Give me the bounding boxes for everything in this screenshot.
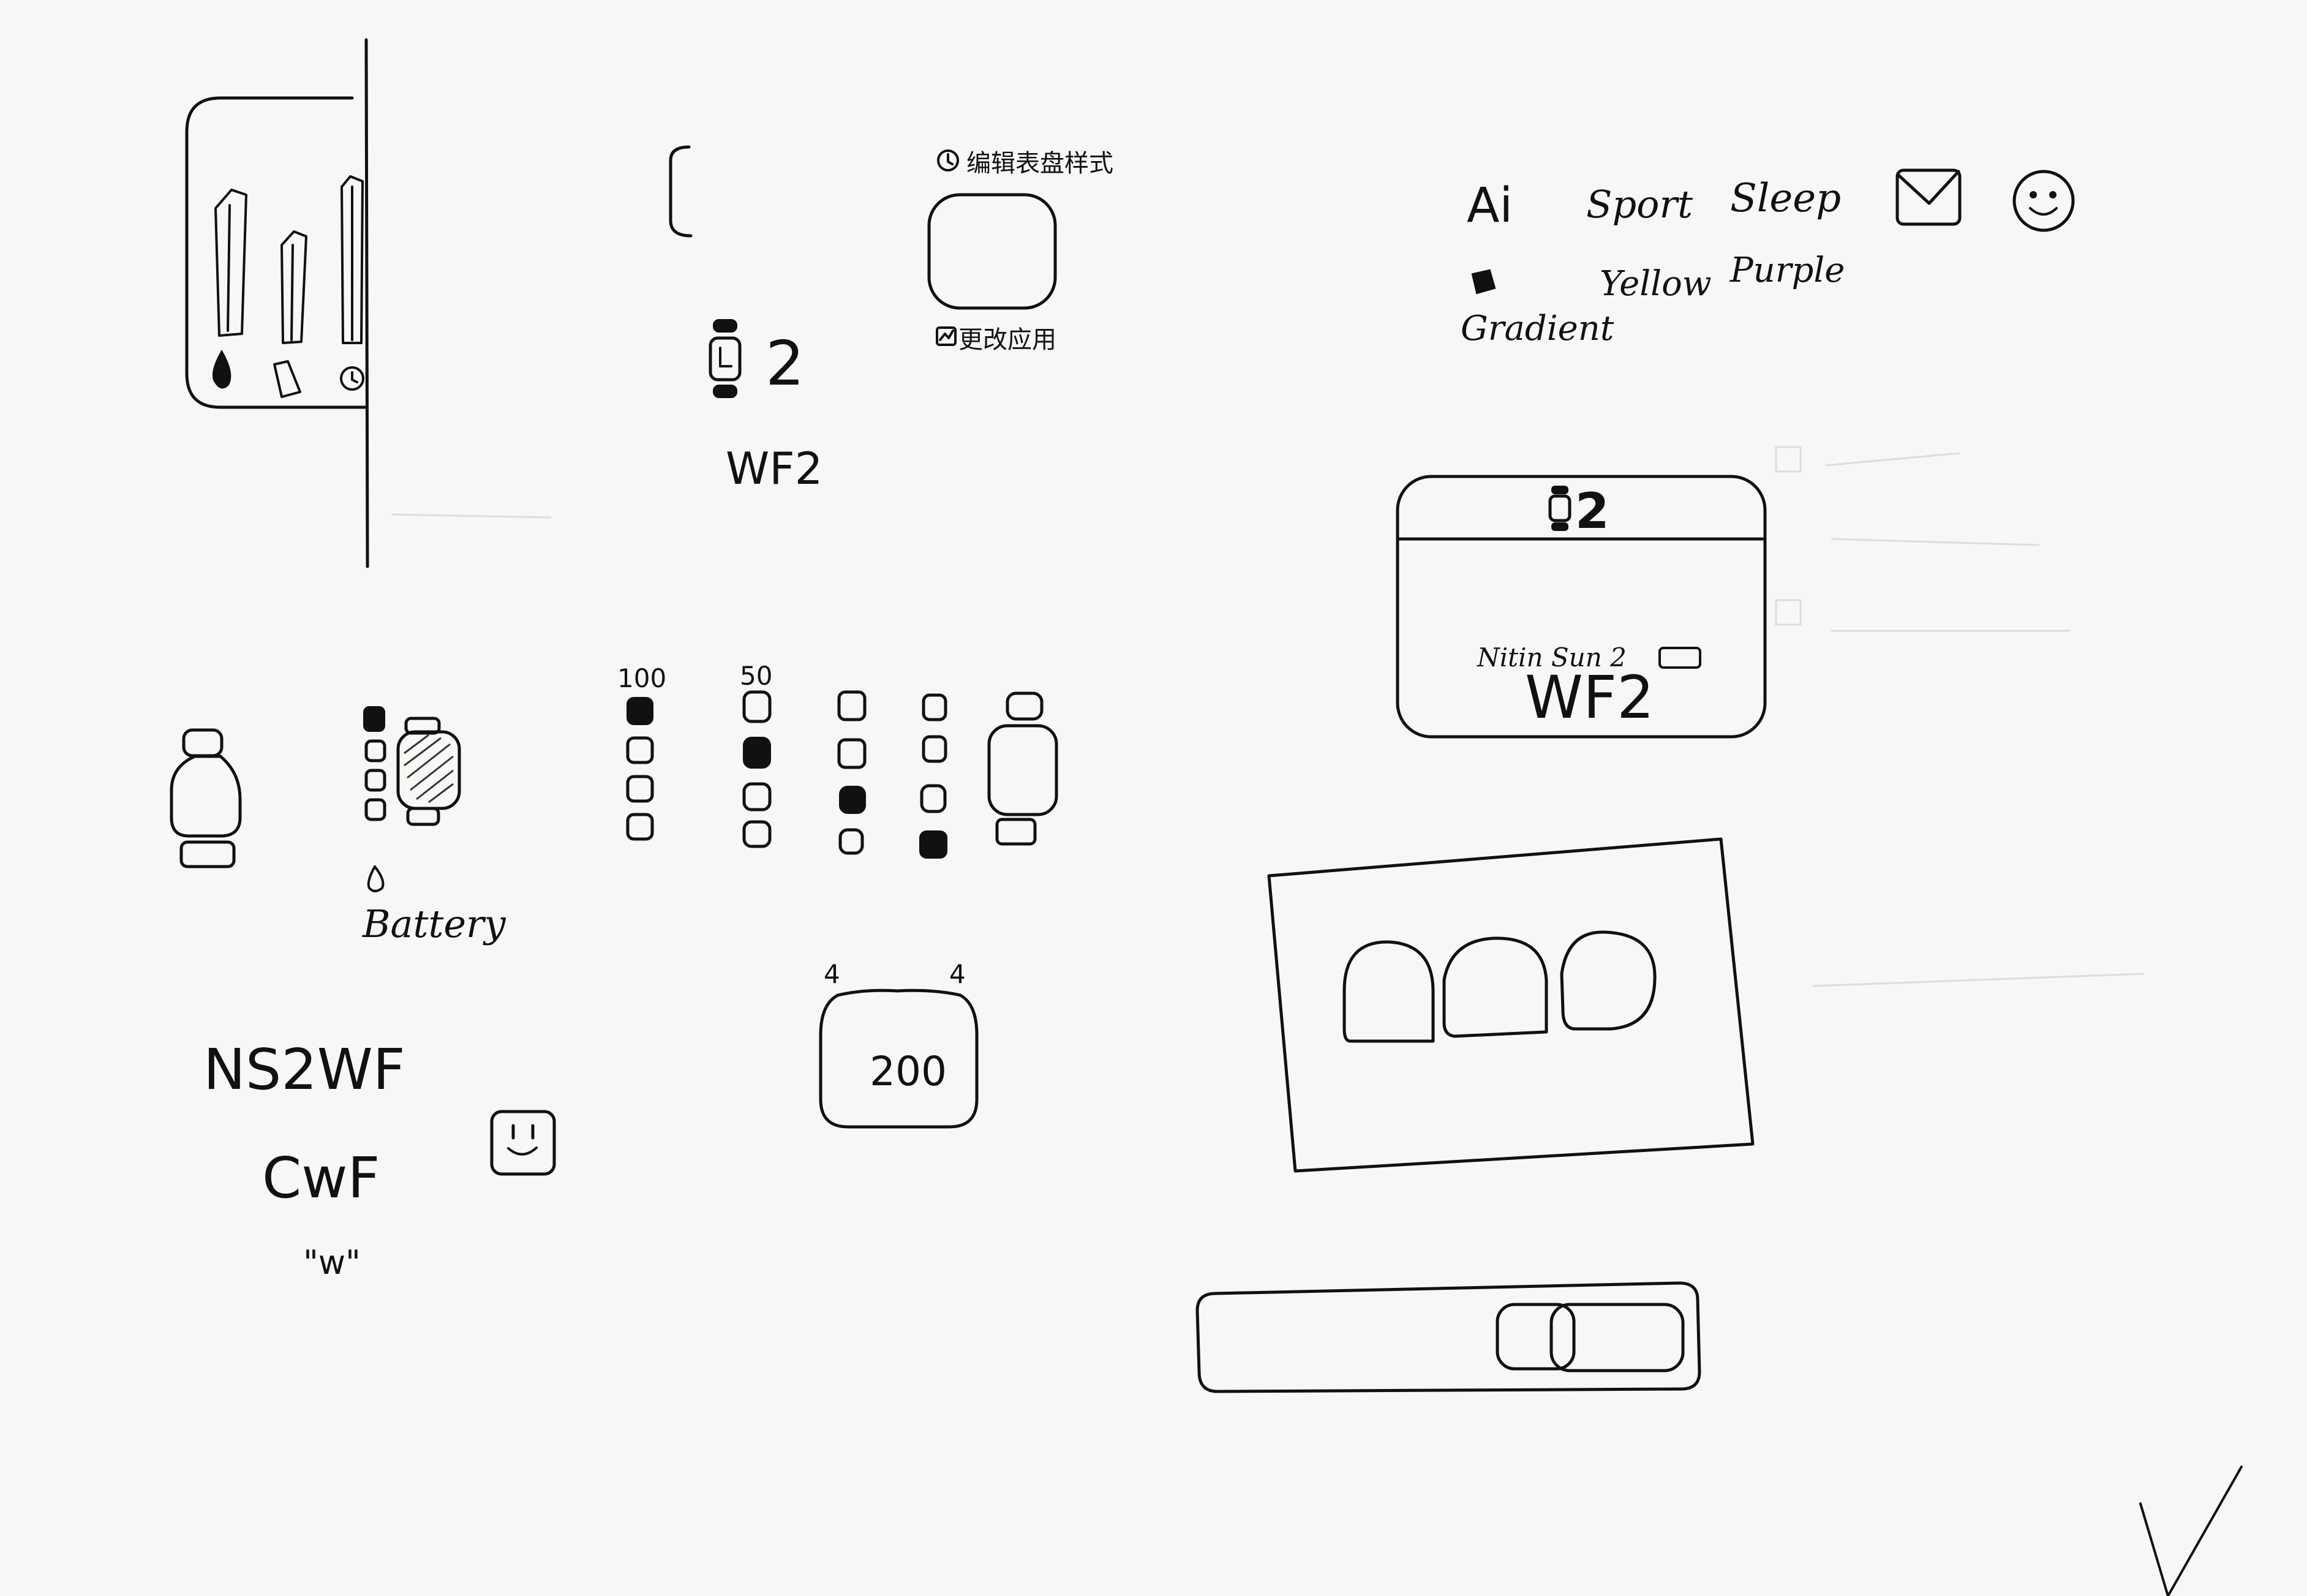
bar-chart [214, 175, 364, 344]
level-grid: 100 50 [617, 661, 1058, 859]
category-ai[interactable]: Ai [1467, 178, 1513, 233]
battery-label: Battery [362, 902, 506, 946]
level-cell[interactable] [626, 813, 654, 841]
device-subtitle: Nitin Sun 2 [1477, 642, 1627, 672]
watch-icon [709, 319, 742, 398]
note-cwf: CwF [262, 1145, 380, 1211]
gradient-swatch-icon [1471, 269, 1496, 295]
carousel-card[interactable] [1267, 837, 1755, 1173]
level-cell[interactable] [837, 738, 867, 769]
level-cell[interactable] [742, 820, 772, 848]
slider-track[interactable] [1195, 1281, 1701, 1393]
watch-icon [1548, 486, 1571, 531]
level-cell[interactable] [922, 735, 947, 763]
envelope-icon[interactable] [1895, 168, 1962, 226]
watch-sketch-left [170, 728, 242, 868]
clock-icon [340, 366, 364, 391]
level-cell[interactable] [626, 736, 654, 764]
chart-icon [936, 326, 957, 346]
level-cell[interactable] [743, 737, 771, 769]
watch-sketch-right [987, 691, 1058, 846]
metric-icons [212, 349, 364, 398]
bottom-left-notes: NS2WF CwF "w" [203, 1037, 556, 1282]
counter-corner-right: 4 [949, 959, 966, 989]
battery-watch-sketch: Battery [362, 706, 506, 946]
watch-face-preview[interactable] [927, 193, 1057, 310]
smile-icon [490, 1110, 556, 1176]
color-purple[interactable]: Purple [1729, 250, 1845, 290]
level-cell[interactable] [839, 786, 866, 814]
color-yellow[interactable]: Yellow [1600, 264, 1712, 304]
carousel-item[interactable] [1442, 936, 1548, 1038]
shoe-icon [273, 360, 301, 398]
level-cell[interactable] [627, 697, 653, 725]
level-cell[interactable] [920, 784, 947, 813]
device-title: WF2 [1525, 663, 1654, 732]
clock-icon [937, 149, 959, 171]
watch-face-label: WF2 [726, 443, 822, 494]
carousel-item[interactable] [1560, 930, 1657, 1031]
background-ghosting [391, 446, 2144, 987]
battery-icon [1658, 647, 1701, 669]
level-cell[interactable] [626, 775, 654, 803]
smile-icon[interactable] [2012, 170, 2075, 232]
level-cell[interactable] [922, 693, 947, 721]
level-cell[interactable] [742, 782, 772, 811]
slider-thumb[interactable] [1496, 1303, 1685, 1372]
note-ns2wf: NS2WF [203, 1037, 405, 1102]
options-row: Ai Sport Sleep Gradient Yellow Purple [1461, 168, 2075, 348]
level-cell[interactable] [837, 690, 867, 721]
device-card[interactable]: 2 Nitin Sun 2 WF2 [1396, 475, 1767, 739]
counter-value: 200 [870, 1048, 947, 1095]
watch-face-editor: 编辑表盘样式 更改应用 [927, 149, 1113, 354]
level-cell[interactable] [838, 828, 864, 855]
drop-icon [212, 349, 231, 389]
phone-bar-chart-sketch [185, 38, 369, 568]
category-sleep[interactable]: Sleep [1730, 176, 1841, 221]
counter-card[interactable]: 4 4 200 [819, 959, 979, 1129]
level-cell[interactable] [742, 690, 772, 723]
level-header-100: 100 [617, 663, 666, 693]
top-center-sketch: 2 WF2 [669, 145, 822, 494]
level-header-50: 50 [740, 661, 772, 691]
counter-corner-left: 4 [824, 959, 840, 989]
watch-count: 2 [766, 328, 805, 399]
change-app-label: 更改应用 [958, 326, 1056, 354]
corner-fold [2139, 1466, 2243, 1596]
drop-icon [367, 865, 385, 892]
edit-style-label: 编辑表盘样式 [966, 149, 1113, 178]
category-sport[interactable]: Sport [1586, 182, 1693, 227]
color-gradient[interactable]: Gradient [1461, 309, 1614, 348]
note-kaomoji: "w" [303, 1243, 361, 1282]
level-cell[interactable] [919, 830, 947, 859]
device-count: 2 [1575, 483, 1609, 540]
carousel-item[interactable] [1342, 940, 1435, 1043]
